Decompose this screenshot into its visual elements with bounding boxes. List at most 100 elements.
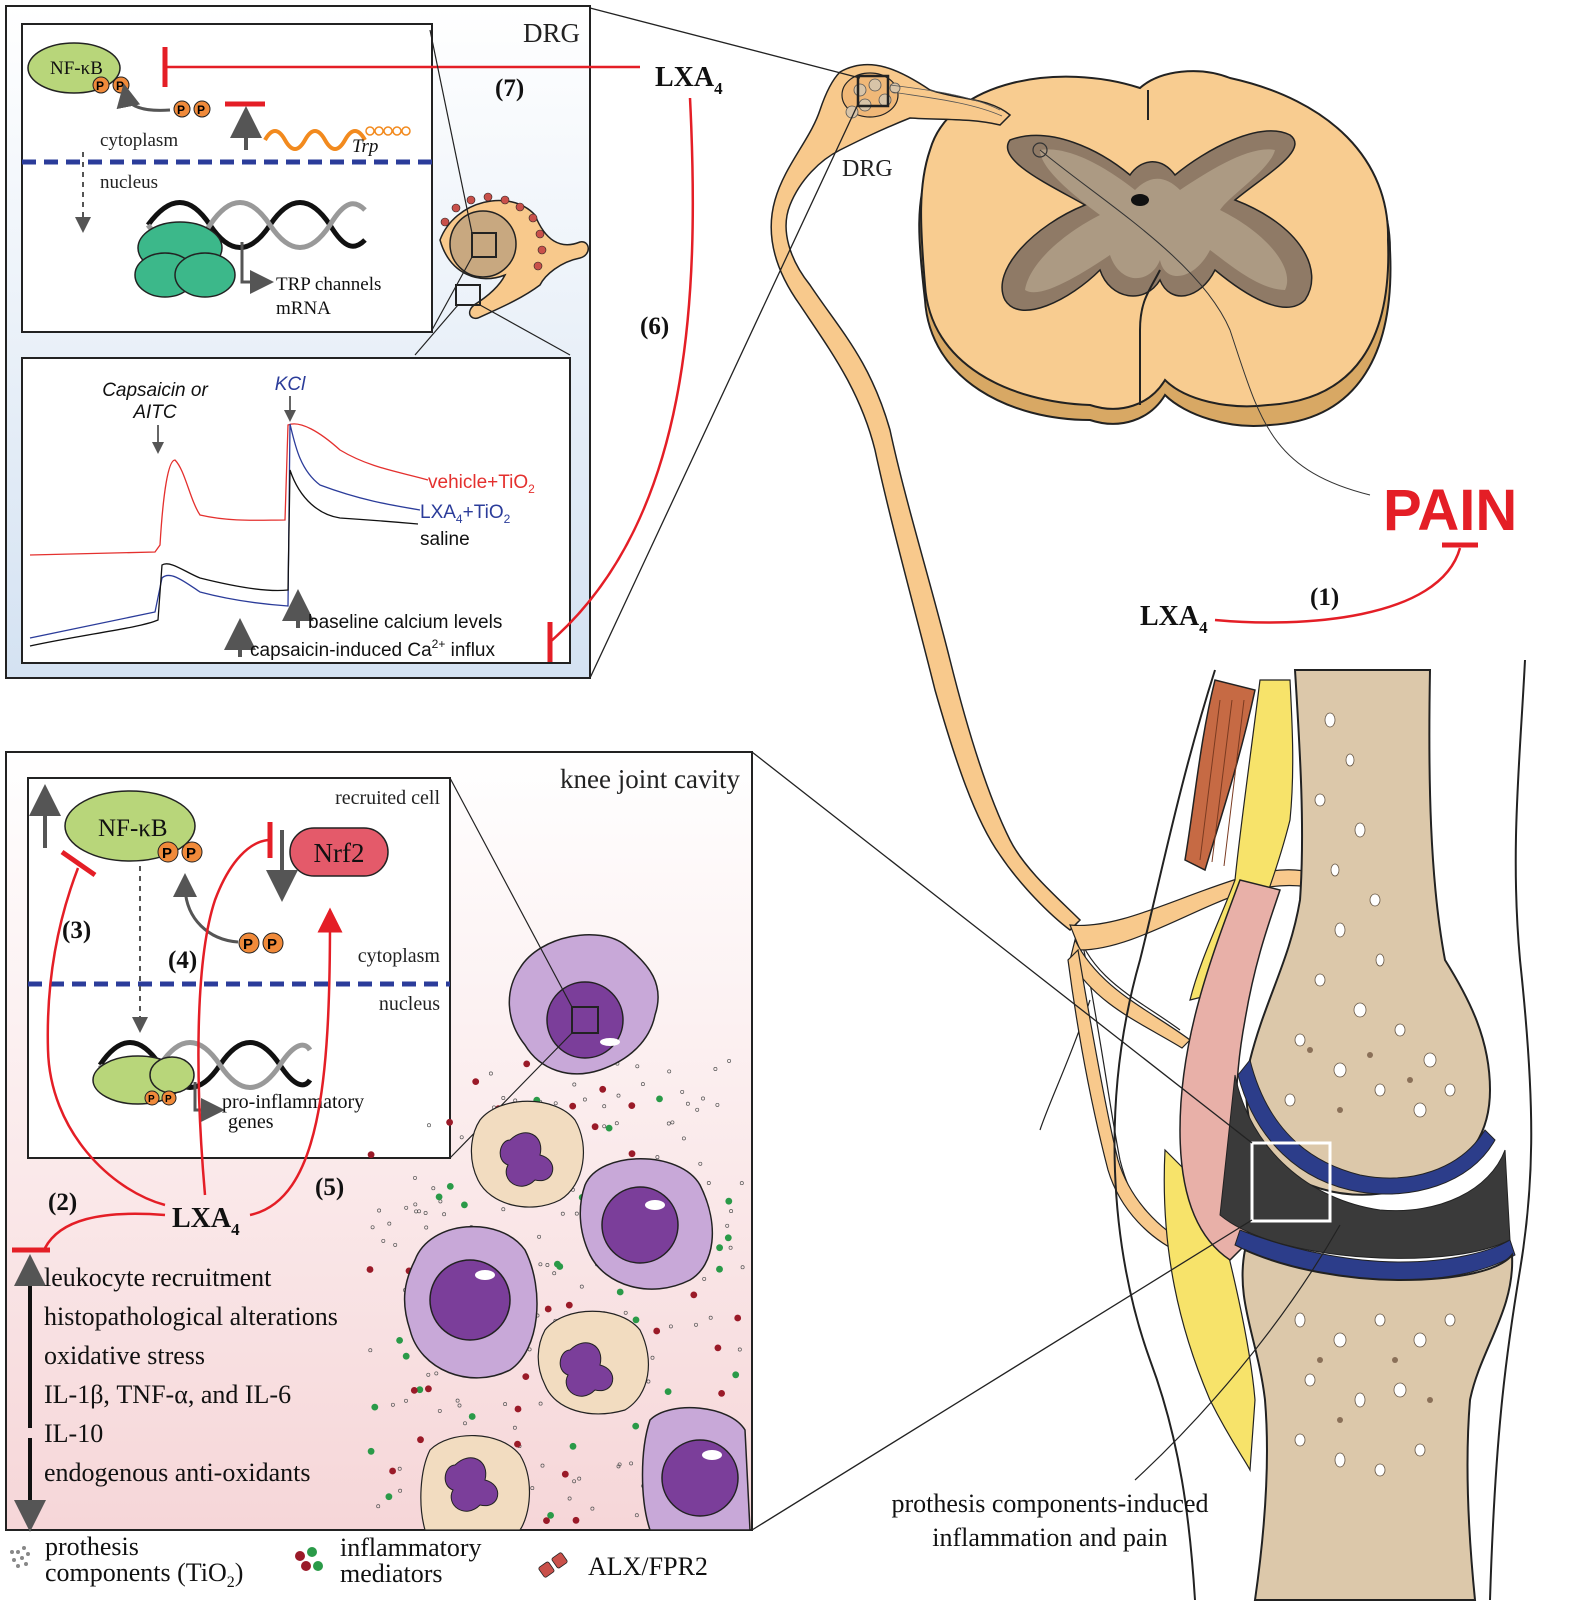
mediator-dot	[514, 1405, 522, 1413]
mediator-dot	[547, 1512, 554, 1519]
lxa4-knee: LXA4	[172, 1203, 240, 1239]
mediator-dot	[728, 1245, 733, 1250]
mediator-dot	[553, 1101, 558, 1106]
capsaicin-label-line1: Capsaicin or	[102, 380, 208, 401]
trp-channels-mrna-line1: TRP channels	[276, 274, 381, 295]
mediator-dot	[616, 1288, 624, 1296]
mediator-dot	[670, 1120, 675, 1125]
mediator-dot	[434, 1371, 439, 1376]
trace-saline	[29, 469, 419, 647]
mediator-dot	[424, 1225, 429, 1230]
mediator-dot	[468, 1413, 476, 1420]
mediator-dot	[667, 1069, 672, 1074]
mediator-dot	[461, 1201, 468, 1209]
mediator-dot	[381, 1238, 386, 1243]
mediator-dot	[425, 1385, 432, 1393]
mediator-dot	[716, 1244, 723, 1252]
mediator-dot	[416, 1386, 424, 1394]
mediator-dot	[538, 1401, 543, 1406]
mediator-dot	[552, 1271, 557, 1276]
arc-step-4	[197, 838, 269, 1196]
mediator-dot	[417, 1209, 422, 1214]
mediator-dot	[602, 1124, 607, 1129]
mediator-dot	[390, 1402, 395, 1407]
mediator-dot	[708, 1315, 713, 1320]
mediator-dot	[544, 1305, 552, 1313]
drg-neuron-cell	[414, 29, 589, 356]
genes-label-line1: pro-inflammatory	[222, 1091, 364, 1113]
mediator-dot	[591, 1123, 599, 1131]
mediator-dot	[368, 1348, 373, 1353]
drg-panel-title: DRG	[523, 18, 580, 48]
mediator-dot	[635, 1064, 640, 1069]
mediator-dot	[455, 1398, 460, 1403]
mediator-dot	[629, 1461, 634, 1466]
step-2-label: (2)	[48, 1189, 77, 1216]
mediator-dot	[740, 1265, 745, 1270]
cell-cluster	[366, 777, 751, 1531]
mediator-dot	[370, 1225, 375, 1230]
step-1-label: (1)	[1310, 584, 1339, 611]
mediator-dot	[653, 1327, 661, 1335]
trp-channels-mrna-line2: mRNA	[276, 298, 331, 319]
mediator-dot	[514, 1440, 521, 1448]
mediator-dot	[617, 1462, 622, 1467]
effect-item: histopathological alterations	[44, 1302, 338, 1331]
trabecular-pattern	[1284, 712, 1456, 1477]
mediator-dot	[716, 1265, 723, 1273]
legend-mediators-line2: mediators	[340, 1559, 443, 1588]
mediator-dot	[690, 1291, 698, 1299]
mediator-dot	[572, 1516, 580, 1524]
p-label: P	[96, 79, 104, 93]
mediator-dot	[582, 1097, 587, 1102]
drg-cytoplasm-label: cytoplasm	[100, 130, 178, 151]
mediator-dot	[715, 1102, 720, 1107]
mediator-dot	[714, 1344, 722, 1352]
transcription-complex	[134, 221, 236, 298]
vehicle-legend: vehicle+TiO2	[428, 472, 535, 496]
mediator-dot	[655, 1155, 660, 1160]
nrf2-label: Nrf2	[314, 838, 365, 868]
receptor-icon	[538, 1552, 568, 1578]
p-label: P	[267, 936, 277, 953]
mediator-dot	[713, 1067, 718, 1071]
mediator-dot	[560, 1211, 565, 1216]
drg-nfkb-label: NF-κB	[50, 58, 103, 79]
arc-step-5	[249, 907, 343, 1217]
mediator-dot	[459, 1135, 464, 1140]
mediator-dot	[413, 1202, 418, 1207]
p-label: P	[186, 845, 196, 862]
zoom-connectors	[589, 7, 1253, 1531]
p-label: P	[177, 103, 185, 117]
knee-nucleus-label: nucleus	[379, 993, 440, 1015]
lxa4-to-calcium-arc	[549, 97, 695, 643]
lxa4-pain: LXA4	[1140, 601, 1208, 637]
drg-top-inset: NF-κB P P P P Trp cytoplasm nucleus	[21, 23, 640, 333]
mediator-dot	[472, 1078, 480, 1085]
mediator-dot	[623, 1310, 628, 1315]
mediator-dot	[694, 1322, 698, 1327]
mediator-dot	[446, 1183, 454, 1190]
legend-receptor: ALX/FPR2	[588, 1552, 708, 1581]
mediator-dot	[427, 1123, 431, 1128]
knee-panel-title: knee joint cavity	[560, 764, 740, 794]
mediator-dot	[706, 1181, 711, 1185]
mediator-dot	[724, 1234, 732, 1242]
p-label: P	[197, 103, 205, 117]
mediator-dot	[377, 1208, 382, 1213]
mediator-dot	[442, 1212, 447, 1217]
drg-panel: DRG NF-κB P P P P Trp cyto	[5, 5, 640, 679]
kcl-label: KCl	[275, 374, 306, 395]
caption-line1: prothesis components-induced	[892, 1489, 1209, 1518]
mediator-dot	[628, 1150, 636, 1158]
mediator-dot	[431, 1186, 436, 1191]
mediator-dot	[463, 1421, 467, 1426]
mediator-dot	[632, 1422, 640, 1430]
mediator-dot	[614, 1121, 619, 1126]
mediator-dot	[666, 1121, 671, 1126]
mediator-dot	[522, 1373, 530, 1380]
mediator-dot	[567, 1496, 572, 1501]
mediator-dot	[574, 1211, 579, 1216]
